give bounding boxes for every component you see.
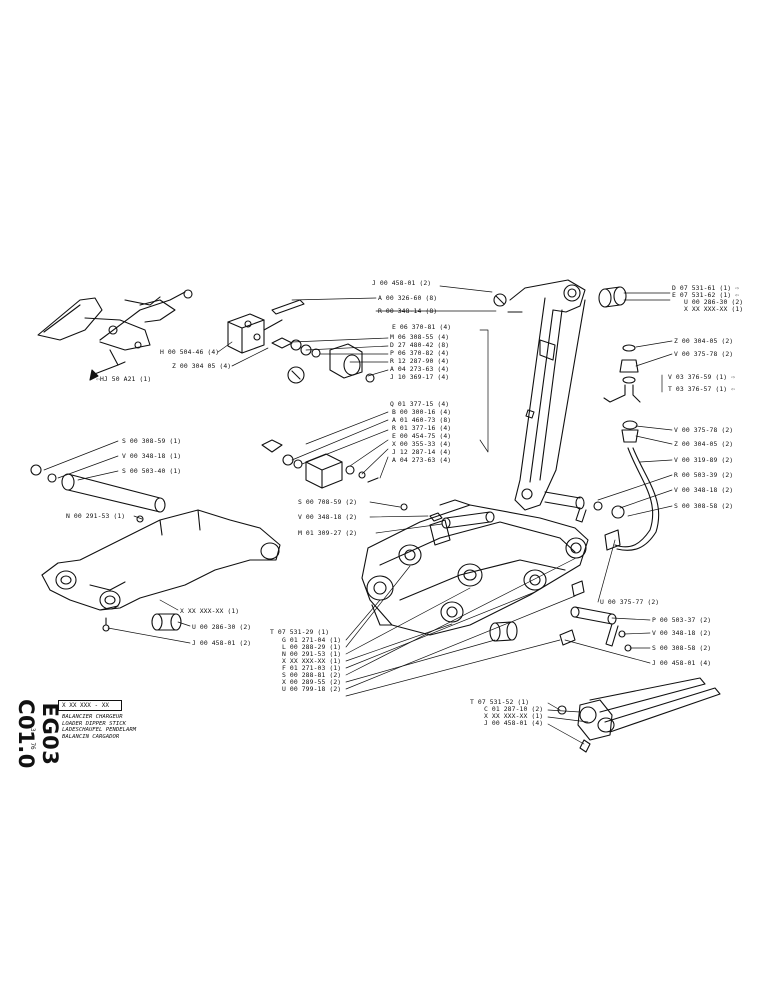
dipper-base-pin [544, 491, 587, 523]
part-label: P 00 503-37 (2) [652, 616, 712, 624]
drawing-code-block: EG03 C01.0 [14, 655, 62, 800]
machine-overview-sketch [37, 289, 193, 381]
title-de: LADESCHAUFEL PENDELARM [62, 727, 137, 734]
part-label: S 00 308-58 (2) [652, 644, 712, 652]
part-label: V 00 348-18 (1) [122, 452, 182, 460]
part-label: V 00 348-18 (2) [652, 629, 712, 637]
part-label: V 00 319-89 (2) [674, 456, 734, 464]
valve-block-upper [227, 299, 305, 354]
part-label: Z 00 304-05 (2) [674, 337, 734, 345]
part-label: S 00 288-81 (2) [282, 671, 342, 679]
part-label: J 00 458-01 (2) [372, 279, 432, 287]
part-label: V 00 348-18 (2) [674, 486, 734, 494]
part-label: V 03 376-59 (1) ⇨ [668, 373, 736, 381]
part-label: R 00 348-14 (8) [378, 307, 438, 315]
part-label: D 07 531-61 (1) ⇨ [672, 284, 740, 292]
part-label: M 01 309-27 (2) [298, 529, 358, 537]
upper-pin-bolt [400, 503, 495, 529]
part-label: A 04 273-63 (4) [392, 456, 452, 464]
part-label: D 27 480-42 (8) [390, 341, 450, 349]
drawing-code: EG03 C01.0 [14, 699, 62, 769]
leader-lines [43, 285, 673, 745]
part-label: P 06 370-82 (4) [390, 349, 450, 357]
part-label: T 07 531-52 (1) [470, 698, 530, 706]
part-label: T 03 376-57 (1) ⇦ [668, 385, 736, 393]
part-label: E 07 531-62 (1) ⇦ [672, 291, 740, 299]
right-fittings-column [593, 344, 660, 551]
pivot-pin-right [559, 580, 632, 652]
drawing-titles: BALANCIER CHARGEUR LOADER DIPPER STICK L… [62, 714, 136, 740]
part-label: X XX XXX-XX (1) [484, 712, 544, 720]
part-label: U 00 286-30 (2) [684, 298, 744, 306]
central-bracket-assembly [361, 499, 589, 636]
part-label: A 01 460-73 (8) [392, 416, 452, 424]
bushing-top-right [598, 286, 627, 308]
bushing-lower-left [151, 613, 182, 631]
title-en: LOADER DIPPER STICK [62, 720, 126, 727]
part-label: U 00 286-30 (2) [192, 623, 252, 631]
part-label: ⇦HJ 50 A21 (1) [96, 375, 152, 383]
dipper-stick-arm [493, 279, 586, 511]
part-label: J 10 369-17 (4) [390, 373, 450, 381]
part-label: U 00 375-77 (2) [600, 598, 660, 606]
part-label: J 00 458-01 (4) [484, 719, 544, 727]
part-label: H 00 504-46 (4) [160, 348, 220, 356]
part-label: V 00 375-78 (2) [674, 426, 734, 434]
lower-right-fork [557, 677, 721, 753]
part-label: S 00 503-40 (1) [122, 467, 182, 475]
part-label: R 01 377-16 (4) [392, 424, 452, 432]
part-label: B 00 300-16 (4) [392, 408, 452, 416]
part-label: S 00 708-59 (2) [298, 498, 358, 506]
part-label: X XX XXX-XX (1) [180, 607, 240, 615]
pivot-pin-left [30, 464, 166, 513]
part-label: Q 01 377-15 (4) [390, 400, 450, 408]
upper-fittings-row [271, 337, 375, 384]
title-es: BALANCIN CARGADOR [62, 733, 120, 740]
serial-box: X XX XXX - XX [58, 700, 122, 711]
part-label: N 00 291-53 (1) [66, 512, 126, 520]
part-label: J 12 287-14 (4) [392, 448, 452, 456]
part-label: C 01 287-10 (2) [484, 705, 544, 713]
part-label: J 00 458-01 (4) [652, 659, 712, 667]
part-label: Z 00 304 05 (4) [172, 362, 232, 370]
part-label: F 01 271-03 (1) [282, 664, 342, 672]
part-label: U 00 799-18 (2) [282, 685, 342, 693]
sheet-number: 3 - 76 [29, 728, 36, 750]
part-label: R 00 503-39 (2) [674, 471, 734, 479]
part-label: T 07 531-29 (1) [270, 628, 330, 636]
bushing-center-lower [489, 621, 518, 642]
part-label: E 06 370-81 (4) [392, 323, 452, 331]
part-label: S 00 308-58 (2) [674, 502, 734, 510]
part-label: A 04 273-63 (4) [390, 365, 450, 373]
part-label: J 00 458-01 (2) [192, 639, 252, 647]
part-label: V 00 348-18 (2) [298, 513, 358, 521]
part-label: V 00 375-78 (2) [674, 350, 734, 358]
part-label: E 00 454-75 (4) [392, 432, 452, 440]
title-fr: BALANCIER CHARGEUR [62, 714, 123, 720]
loader-frame-lower-left [41, 509, 281, 632]
part-label: X XX XXX-XX (1) [282, 657, 342, 665]
part-label: X XX XXX-XX (1) [684, 305, 744, 313]
part-label: L 00 288-29 (1) [282, 643, 342, 651]
part-label: S 00 308-59 (1) [122, 437, 182, 445]
serial-box-text: X XX XXX - XX [62, 702, 109, 709]
valve-block-middle [261, 439, 379, 489]
part-label: Z 00 304-05 (2) [674, 440, 734, 448]
part-label: N 00 291-53 (1) [282, 650, 342, 658]
part-label: X 00 355-33 (4) [392, 440, 452, 448]
part-label: G 01 271-04 (1) [282, 636, 342, 644]
part-label: X 00 289-55 (2) [282, 678, 342, 686]
part-label: A 00 326-60 (8) [378, 294, 438, 302]
part-label: R 12 287-90 (4) [390, 357, 450, 365]
part-label: M 06 308-55 (4) [390, 333, 450, 341]
